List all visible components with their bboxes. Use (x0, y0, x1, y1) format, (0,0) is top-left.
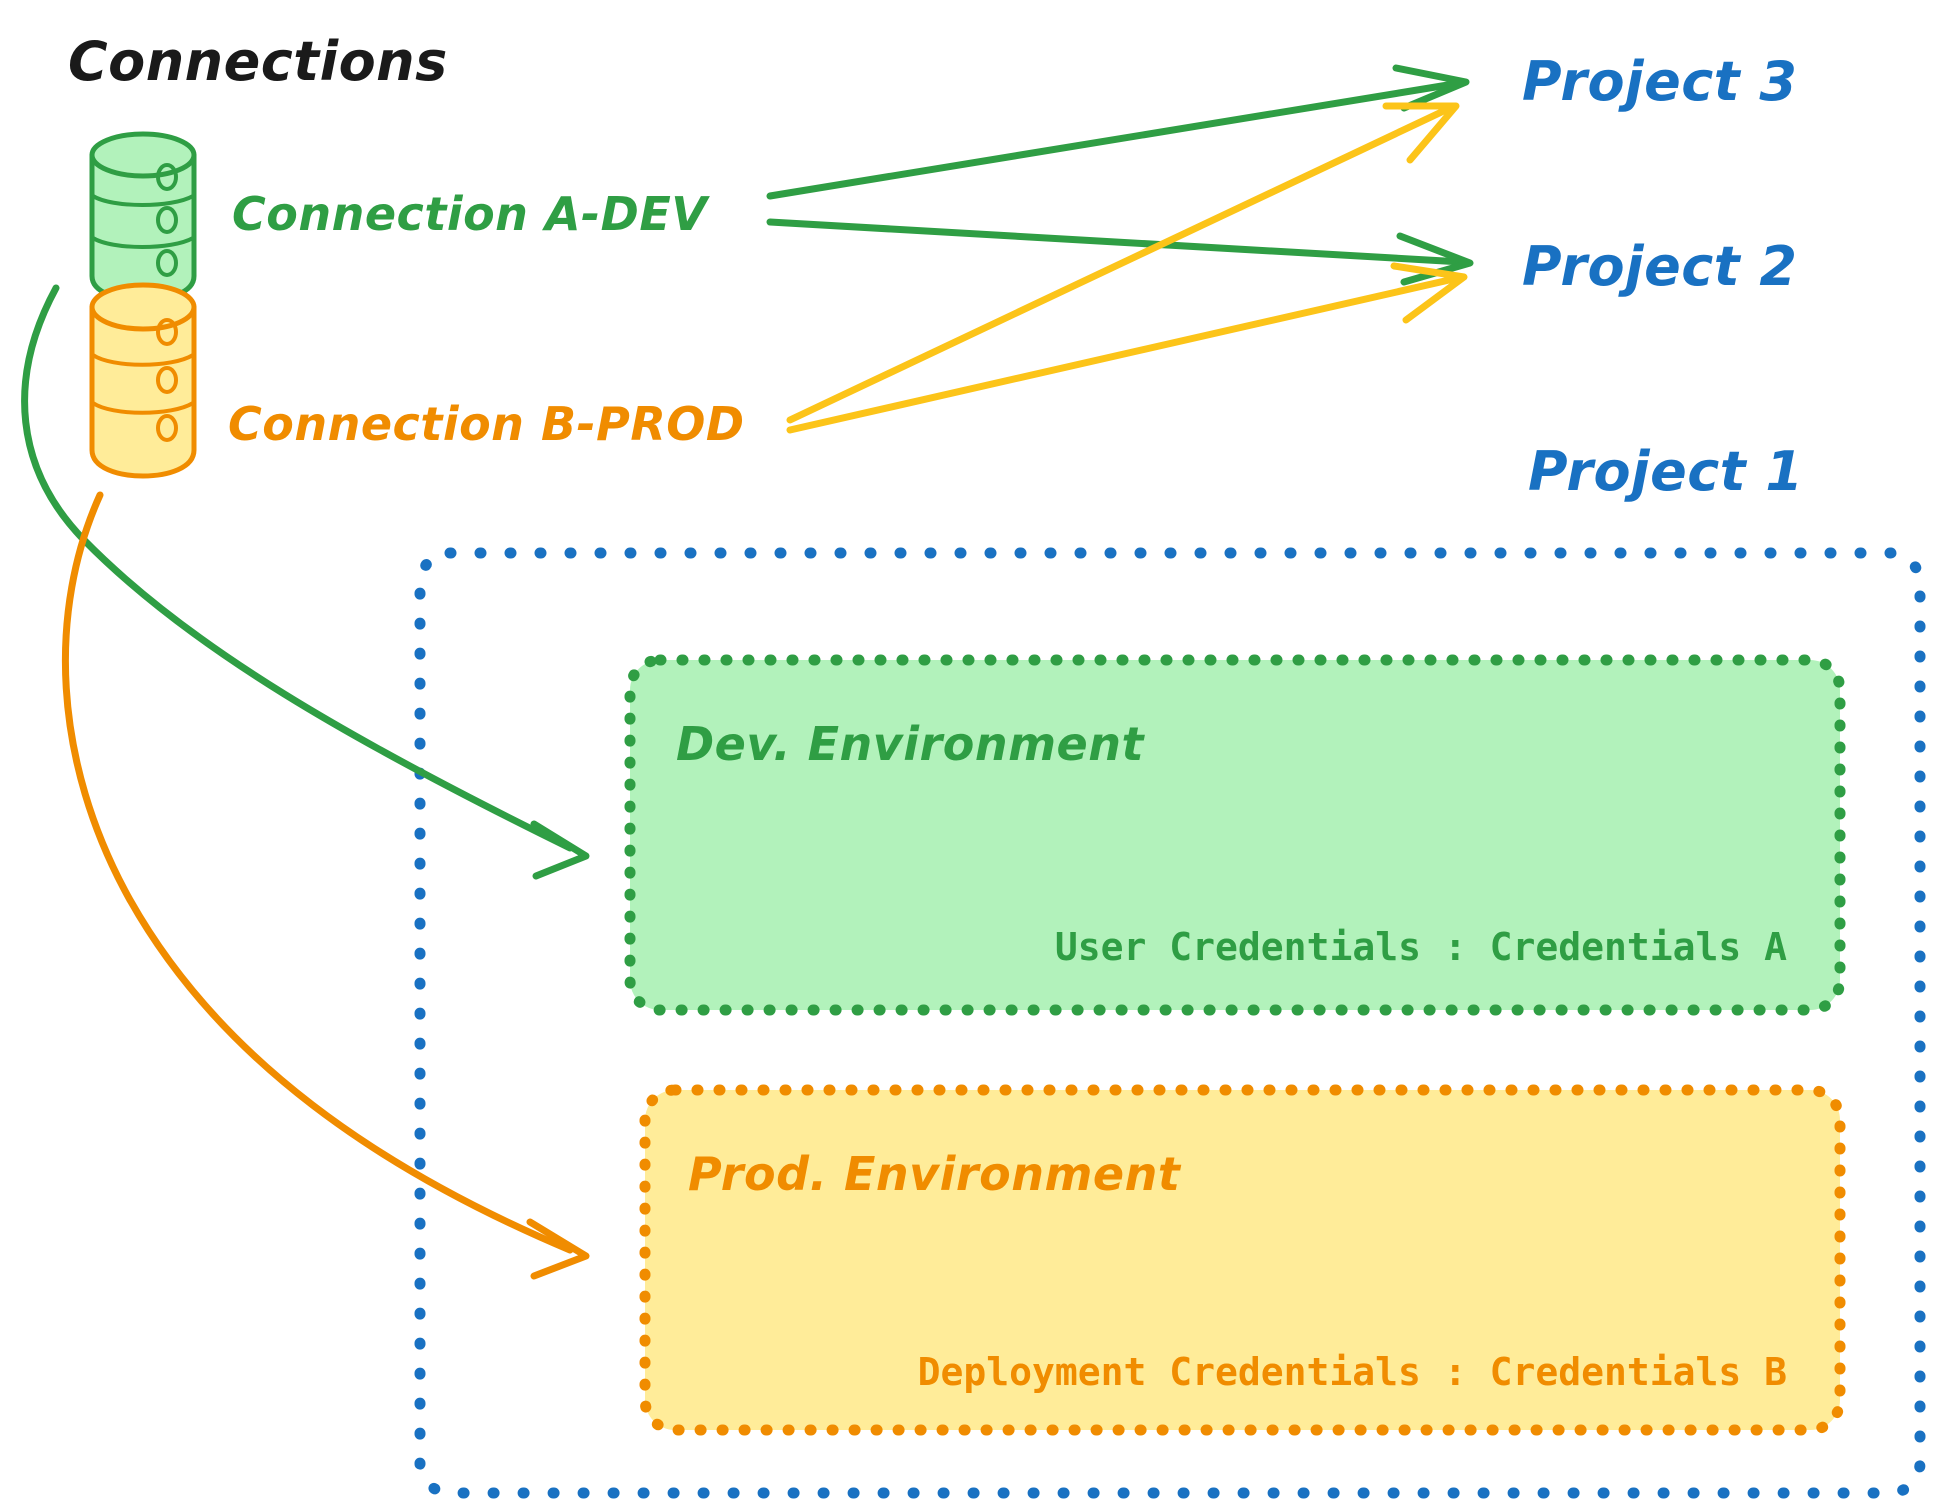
dev-environment-dotted-border (624, 654, 1846, 1016)
connection-b-prod-label[interactable]: Connection B-PROD (228, 397, 745, 451)
database-cylinder-icon (89, 131, 197, 303)
prod-environment-credentials: Deployment Credentials : Credentials B (918, 1350, 1787, 1394)
edge-prod-to-prod-environment (61, 491, 590, 1280)
dev-environment-credentials: User Credentials : Credentials A (1055, 925, 1787, 969)
arrowhead (1396, 232, 1474, 286)
arrowhead (1390, 262, 1468, 324)
edge-prod-to-project3 (786, 102, 1460, 424)
project-1-label[interactable]: Project 1 (1528, 440, 1803, 503)
edge-dev-to-project3 (766, 64, 1470, 200)
connection-a-dev-icon-group[interactable] (89, 131, 197, 303)
arrowhead (530, 820, 590, 880)
dev-environment-fill (630, 660, 1840, 1010)
edge-dev-to-project2 (766, 218, 1474, 286)
connection-b-prod-icon-group[interactable] (89, 282, 197, 479)
project-2-label[interactable]: Project 2 (1522, 235, 1797, 298)
project-1-container (414, 547, 1926, 1499)
prod-environment-box[interactable] (639, 1084, 1846, 1436)
prod-environment-dotted-border (639, 1084, 1846, 1436)
arrowhead (1382, 102, 1460, 164)
prod-environment-fill (645, 1090, 1840, 1430)
dev-environment-box[interactable] (624, 654, 1846, 1016)
prod-environment-title: Prod. Environment (688, 1147, 1182, 1201)
connection-a-dev-label[interactable]: Connection A-DEV (232, 187, 710, 241)
diagram-title: Connections (68, 30, 448, 93)
dev-environment-title: Dev. Environment (676, 717, 1145, 771)
database-cylinder-icon (89, 282, 197, 479)
project-1-dotted-border (414, 547, 1926, 1499)
edge-dev-to-dev-environment (21, 284, 590, 880)
arrowhead (1392, 64, 1470, 112)
arrowhead (526, 1218, 590, 1280)
project-3-label[interactable]: Project 3 (1522, 50, 1797, 113)
edge-prod-to-project2 (786, 262, 1468, 434)
